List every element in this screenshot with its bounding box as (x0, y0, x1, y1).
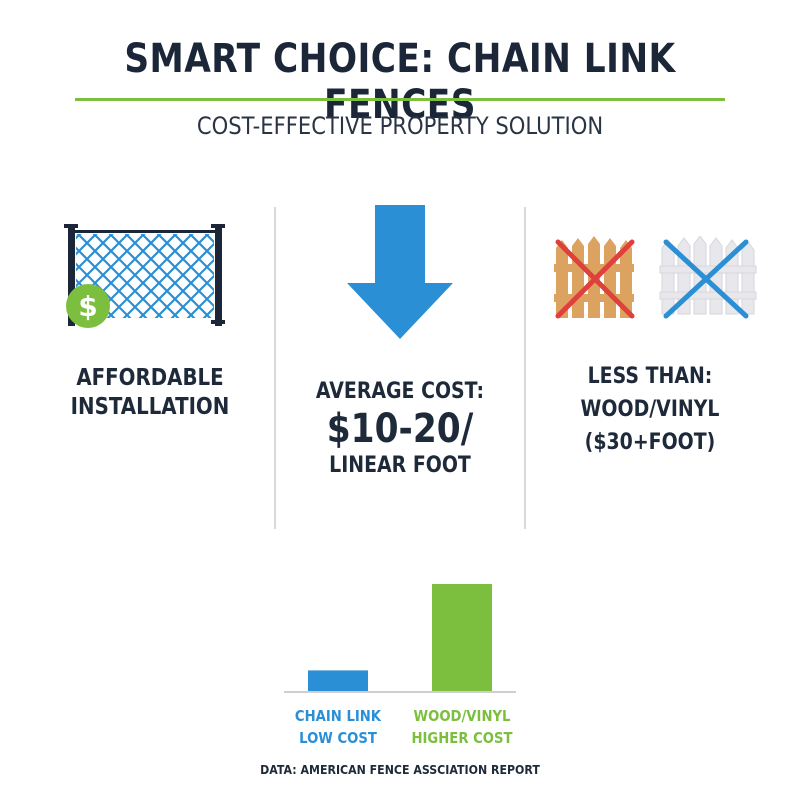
column-divider (274, 207, 276, 529)
affordable-installation-label: AFFORDABLE INSTALLATION (70, 365, 230, 420)
data-source-note: DATA: AMERICAN FENCE ASSCIATION REPORT (260, 762, 540, 777)
crossed-out-wood-and-vinyl-fences-icon (554, 236, 757, 319)
cost-comparison-chart (284, 584, 516, 693)
bar-label-wood-vinyl: WOOD/VINYL HIGHER COST (411, 707, 513, 747)
page-subtitle: COST-EFFECTIVE PROPERTY SOLUTION (196, 112, 604, 140)
bar-label-chain-link: CHAIN LINK LOW COST (294, 707, 382, 747)
red-cross-icon (555, 239, 635, 319)
bar-wood-vinyl (432, 584, 492, 692)
column-divider (524, 207, 526, 529)
title-underline (75, 98, 725, 101)
blue-cross-icon (663, 239, 749, 319)
page-title: SMART CHOICE: CHAIN LINK FENCES (124, 36, 676, 128)
less-than-label: LESS THAN: WOOD/VINYL ($30+FOOT) (580, 364, 720, 455)
dollar-coin-icon (66, 284, 110, 328)
down-arrow-icon (347, 205, 453, 339)
dollar-sign: $ (78, 290, 97, 323)
bar-chain-link (308, 670, 368, 692)
average-cost-label: AVERAGE COST: $10-20/ LINEAR FOOT (315, 379, 485, 478)
chain-link-fence-with-dollar-icon: $ (64, 224, 225, 328)
